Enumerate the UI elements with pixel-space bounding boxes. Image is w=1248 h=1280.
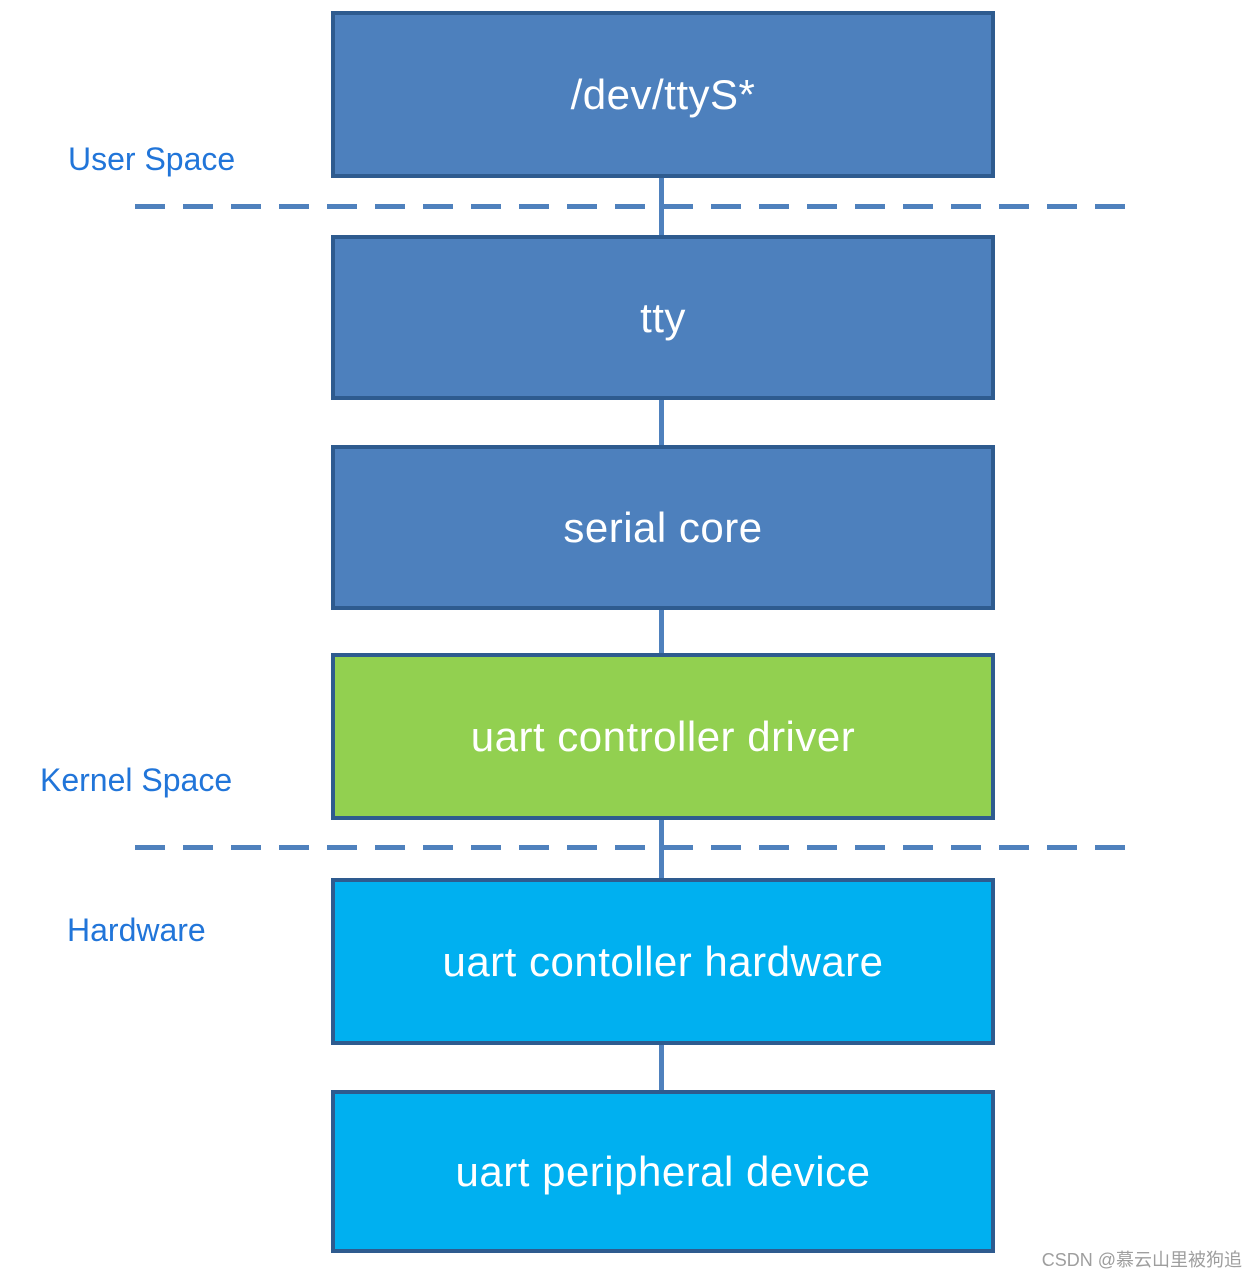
box-dev-ttys: /dev/ttyS* <box>331 11 995 178</box>
box-dev-ttys-label: /dev/ttyS* <box>570 70 756 118</box>
box-uart-controller-hardware-label: uart contoller hardware <box>442 937 884 985</box>
connector-driver-controllerhw <box>659 820 664 878</box>
kernel-space-hardware-separator <box>135 845 1125 850</box>
box-uart-controller-driver-label: uart controller driver <box>470 712 856 760</box>
box-serial-core: serial core <box>331 445 995 610</box>
region-label-kernel-space: Kernel Space <box>40 762 233 798</box>
connector-controllerhw-peripheral <box>659 1045 664 1090</box>
region-label-hardware: Hardware <box>67 912 206 948</box>
box-uart-peripheral-device: uart peripheral device <box>331 1090 995 1253</box>
csdn-watermark: CSDN @慕云山里被狗追 <box>1041 1250 1242 1270</box>
connector-serialcore-driver <box>659 610 664 653</box>
user-kernel-space-separator <box>135 204 1125 209</box>
box-serial-core-label: serial core <box>563 503 763 551</box>
box-uart-controller-hardware: uart contoller hardware <box>331 878 995 1045</box>
box-uart-controller-driver: uart controller driver <box>331 653 995 820</box>
box-uart-peripheral-device-label: uart peripheral device <box>455 1147 871 1195</box>
connector-devttys-tty <box>659 178 664 235</box>
box-tty-label: tty <box>640 293 686 341</box>
box-tty: tty <box>331 235 995 400</box>
region-label-user-space: User Space <box>68 141 236 177</box>
connector-tty-serialcore <box>659 400 664 445</box>
